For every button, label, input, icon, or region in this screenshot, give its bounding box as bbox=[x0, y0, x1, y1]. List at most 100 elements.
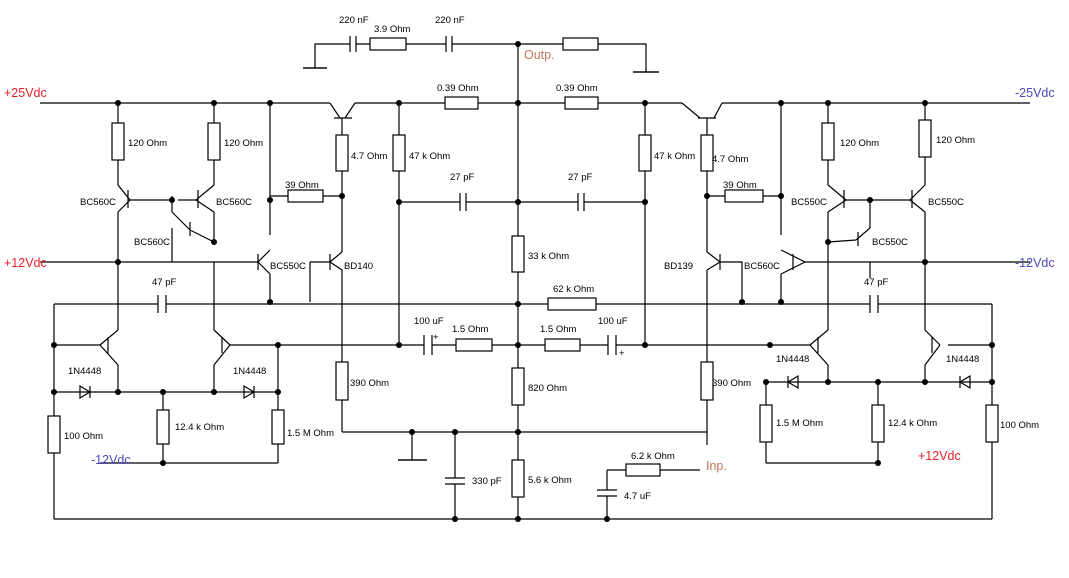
component-labels: 220 nF 3.9 Ohm 220 nF 0.39 Ohm 0.39 Ohm … bbox=[64, 15, 1039, 502]
resistor-62k bbox=[547, 297, 597, 311]
label-c100u-right: 100 uF bbox=[598, 316, 628, 327]
diode-right-1 bbox=[786, 374, 799, 390]
label-r39-right: 39 Ohm bbox=[723, 180, 757, 191]
resistor-120-c bbox=[821, 122, 835, 161]
label-c100u-left: 100 uF bbox=[414, 316, 444, 327]
label-r47k-left: 47 k Ohm bbox=[409, 151, 450, 162]
label-r62k-in: 6.2 k Ohm bbox=[631, 451, 675, 462]
resistors bbox=[47, 37, 999, 498]
capacitor-zobel-1 bbox=[349, 36, 357, 52]
label-r124k-right: 12.4 k Ohm bbox=[888, 418, 937, 429]
resistor-zobel bbox=[369, 37, 407, 51]
rail-label-neg25: -25Vdc bbox=[1015, 86, 1055, 100]
rail-label-pos12-left: +12Vdc bbox=[4, 256, 47, 270]
resistor-1m5-right bbox=[759, 404, 773, 443]
junctions bbox=[51, 41, 995, 522]
label-q-bd139: BD139 bbox=[664, 261, 693, 272]
label-emitter-left: 0.39 Ohm bbox=[437, 83, 479, 94]
label-r47-right: 4.7 Ohm bbox=[712, 154, 749, 165]
label-r47k-right: 47 k Ohm bbox=[654, 151, 695, 162]
resistor-100-left bbox=[47, 415, 61, 454]
label-d-left-1: 1N4448 bbox=[68, 366, 101, 377]
capacitor-27p-left bbox=[459, 193, 467, 211]
label-c47-right: 47 pF bbox=[864, 277, 888, 288]
resistor-5k6 bbox=[511, 459, 525, 498]
label-r820: 820 Ohm bbox=[528, 383, 567, 394]
resistor-47k-right bbox=[638, 134, 652, 172]
resistor-820 bbox=[511, 367, 525, 406]
label-r15-right: 1.5 Ohm bbox=[540, 324, 577, 335]
label-plus-left: + bbox=[433, 332, 439, 343]
resistor-4r7-left bbox=[335, 134, 349, 172]
capacitor-330p bbox=[445, 477, 465, 485]
label-emitter-right: 0.39 Ohm bbox=[556, 83, 598, 94]
label-q-bc560c-2: BC560C bbox=[216, 197, 252, 208]
resistor-100-right bbox=[985, 404, 999, 443]
resistor-12k4-left bbox=[156, 409, 170, 445]
label-r33k: 33 k Ohm bbox=[528, 251, 569, 262]
resistor-120-b bbox=[207, 122, 221, 161]
resistor-1m5-left bbox=[271, 409, 285, 445]
label-c47-left: 47 pF bbox=[152, 277, 176, 288]
label-c330p: 330 pF bbox=[472, 476, 502, 487]
resistor-emitter-left bbox=[444, 96, 479, 110]
label-q-bc560c-1: BC560C bbox=[80, 197, 116, 208]
label-r100-left: 100 Ohm bbox=[64, 431, 103, 442]
rail-label-neg12-left: -12Vdc bbox=[91, 453, 131, 467]
label-d-left-2: 1N4448 bbox=[233, 366, 266, 377]
resistor-12k4-right bbox=[871, 404, 885, 443]
label-c27-left: 27 pF bbox=[450, 172, 474, 183]
port-label-output: Outp. bbox=[524, 48, 555, 62]
label-r120-d: 120 Ohm bbox=[936, 135, 975, 146]
diodes bbox=[79, 374, 971, 400]
resistor-output bbox=[562, 37, 599, 51]
label-r39-left: 39 Ohm bbox=[285, 180, 319, 191]
label-c47u: 4.7 uF bbox=[624, 491, 651, 502]
resistor-33k bbox=[511, 235, 525, 273]
label-q-bc550c-1: BC550C bbox=[791, 197, 827, 208]
capacitor-47p-left bbox=[157, 295, 167, 313]
ground-symbols bbox=[303, 67, 659, 461]
capacitor-47p-right bbox=[869, 295, 879, 313]
resistor-120-a bbox=[111, 122, 125, 161]
label-r390-right: 390 Ohm bbox=[712, 378, 751, 389]
label-zobel-c1: 220 nF bbox=[339, 15, 369, 26]
label-d-right-2: 1N4448 bbox=[946, 354, 979, 365]
resistor-120-d bbox=[918, 119, 932, 158]
label-q-bc550c-2: BC550C bbox=[928, 197, 964, 208]
capacitor-27p-right bbox=[577, 193, 585, 211]
resistor-6k2 bbox=[625, 463, 661, 477]
label-q-bd140: BD140 bbox=[344, 261, 373, 272]
capacitor-zobel-2 bbox=[445, 36, 453, 52]
port-label-input: Inp. bbox=[706, 459, 727, 473]
resistor-emitter-right bbox=[564, 96, 599, 110]
label-r15-left: 1.5 Ohm bbox=[452, 324, 489, 335]
label-r124k-left: 12.4 k Ohm bbox=[175, 422, 224, 433]
diode-left-1 bbox=[79, 384, 92, 400]
label-r15m-right: 1.5 M Ohm bbox=[776, 418, 823, 429]
diode-right-2 bbox=[958, 374, 971, 390]
label-r100-right: 100 Ohm bbox=[1000, 420, 1039, 431]
label-plus-right: + bbox=[619, 348, 625, 359]
resistor-4r7-right bbox=[700, 134, 714, 172]
resistor-39-left bbox=[287, 189, 324, 203]
label-r120-c: 120 Ohm bbox=[840, 138, 879, 149]
label-d-right-1: 1N4448 bbox=[776, 354, 809, 365]
label-q-bc560c-3: BC560C bbox=[134, 237, 170, 248]
diode-left-2 bbox=[243, 384, 256, 400]
rail-label-pos25: +25Vdc bbox=[4, 86, 47, 100]
label-r47-left: 4.7 Ohm bbox=[351, 151, 388, 162]
label-r120-b: 120 Ohm bbox=[224, 138, 263, 149]
label-c27-right: 27 pF bbox=[568, 172, 592, 183]
resistor-39-right bbox=[724, 189, 764, 203]
label-r390-left: 390 Ohm bbox=[350, 378, 389, 389]
rail-labels: +25Vdc -25Vdc +12Vdc -12Vdc -12Vdc +12Vd… bbox=[4, 48, 1055, 473]
label-r62k: 62 k Ohm bbox=[553, 284, 594, 295]
capacitor-100u-right bbox=[607, 335, 617, 355]
resistor-1r5-left bbox=[455, 338, 493, 352]
resistor-47k-left bbox=[392, 134, 406, 172]
resistor-390-right bbox=[700, 361, 714, 401]
label-q-bc560c-vas: BC560C bbox=[744, 261, 780, 272]
label-q-bc550c-3: BC550C bbox=[872, 237, 908, 248]
